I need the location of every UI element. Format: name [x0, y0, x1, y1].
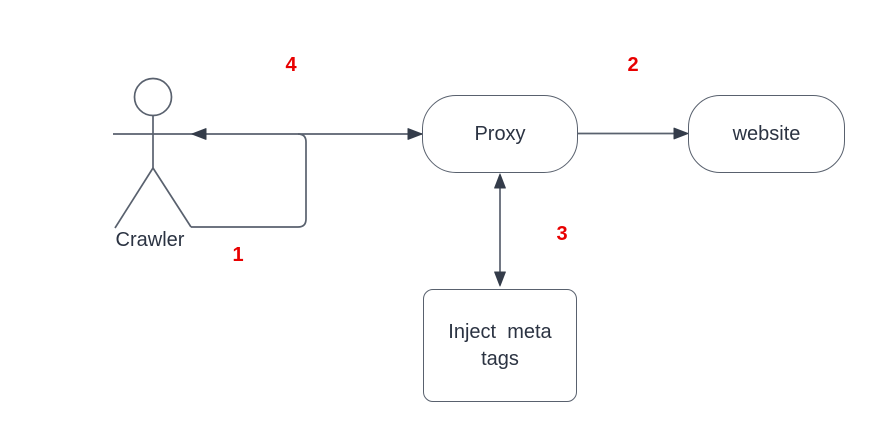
arrowhead-left [191, 128, 207, 140]
node-proxy: Proxy [422, 95, 578, 173]
actor-crawler-label: Crawler [115, 229, 185, 251]
step-number-3: 3 [556, 223, 568, 245]
step-number-2: 2 [627, 54, 639, 76]
arrowhead-right [407, 128, 423, 140]
edge-crawler-to-proxy [191, 128, 423, 228]
actor-right-leg [152, 167, 192, 228]
node-website-label: website [732, 122, 801, 145]
node-inject-label: Inject meta tags [448, 320, 552, 370]
node-proxy-label: Proxy [474, 122, 526, 145]
node-inject-meta-tags: Inject meta tags [423, 289, 577, 402]
step-number-1: 1 [232, 244, 244, 266]
arrowhead-up [494, 173, 506, 189]
actor-head [133, 77, 173, 117]
node-website: website [688, 95, 845, 173]
arrowhead-right [673, 127, 689, 140]
edge-proxy-to-crawler [113, 128, 422, 140]
actor-crawler-figure [114, 77, 192, 229]
edge-proxy-to-inject [494, 173, 506, 287]
edge-proxy-to-website [578, 127, 689, 140]
arrowhead-down [494, 271, 506, 287]
step-number-4: 4 [285, 54, 297, 76]
actor-left-leg [114, 167, 154, 229]
